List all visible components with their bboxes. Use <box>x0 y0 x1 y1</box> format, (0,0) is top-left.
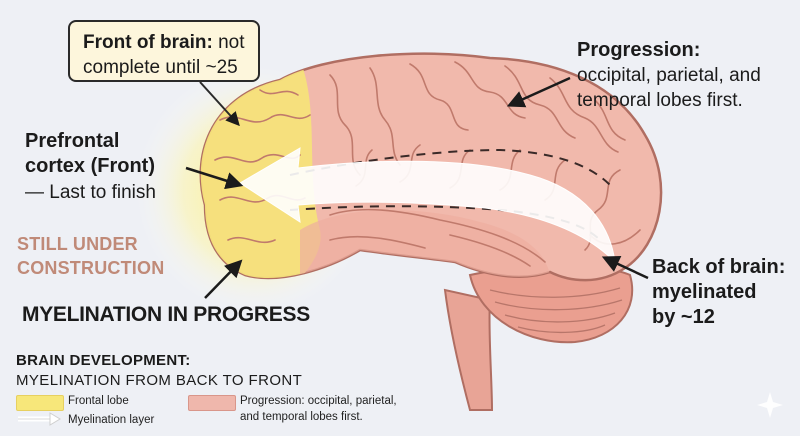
legend-swatch-frontal <box>16 395 64 411</box>
legend-label-myelination: Myelination layer <box>68 414 155 426</box>
prefrontal-label-line2: cortex (Front) <box>25 155 155 177</box>
brainstem <box>443 288 494 411</box>
arrow-callout-front <box>199 81 240 127</box>
arrow-progression <box>506 76 571 108</box>
back-of-brain-line3: by ~12 <box>652 306 715 328</box>
progression-line2: temporal lobes first. <box>577 90 743 111</box>
back-of-brain-line2: myelinated <box>652 281 757 303</box>
progression-line1: occipital, parietal, and <box>577 65 761 86</box>
prefrontal-label-line3: — Last to finish <box>25 182 156 203</box>
callout-front-title: Front of brain: <box>83 32 213 53</box>
myelination-in-progress-label: MYELINATION IN PROGRESS <box>22 303 310 326</box>
arrow-prefrontal <box>185 166 244 190</box>
still-under-construction: STILL UNDER CONSTRUCTION <box>17 232 164 280</box>
legend-swatch-progression <box>188 395 236 411</box>
back-of-brain-line1: Back of brain: <box>652 256 786 278</box>
construction-line2: CONSTRUCTION <box>17 258 165 278</box>
construction-line1: STILL UNDER <box>17 234 138 254</box>
progression-title: Progression: <box>577 39 701 61</box>
callout-front-line2: complete until ~25 <box>83 57 238 78</box>
sparkle-icon <box>757 392 783 418</box>
callout-front-of-brain: Front of brain: not complete until ~25 <box>68 20 260 82</box>
callout-front-rest: not <box>218 32 245 53</box>
legend-arrow-icon <box>18 412 61 426</box>
legend-subtitle: MYELINATION FROM BACK TO FRONT <box>16 372 303 389</box>
arrow-back <box>601 255 649 280</box>
myelination-track-upper <box>289 148 611 186</box>
prefrontal-label-line1: Prefrontal <box>25 130 120 152</box>
legend-label-progression-line1: Progression: occipital, parietal, <box>240 395 397 407</box>
legend-label-progression-line2: and temporal lobes first. <box>240 411 363 423</box>
legend-title: BRAIN DEVELOPMENT: <box>16 352 191 369</box>
arrow-myelination-progress <box>204 259 243 299</box>
legend-label-frontal: Frontal lobe <box>68 395 129 407</box>
